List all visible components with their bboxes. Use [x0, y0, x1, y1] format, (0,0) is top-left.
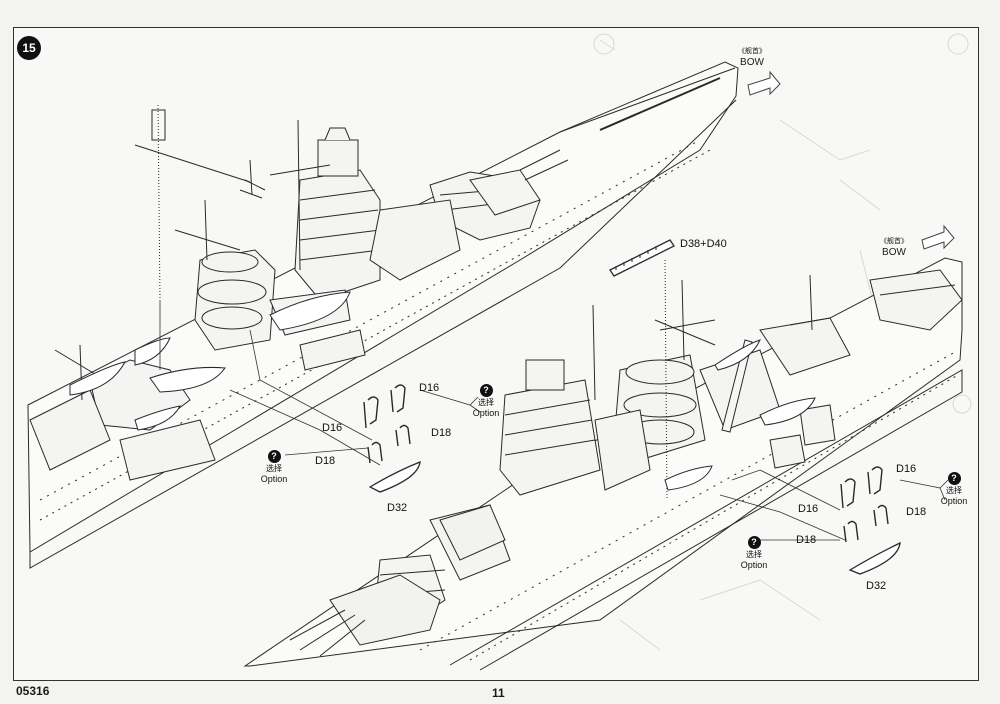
lower-label-d18-a: D18 — [906, 506, 927, 518]
lower-option-label-cn: 选择 — [946, 486, 962, 495]
lower-part-d16-d18 — [840, 466, 889, 543]
lower-label-d16-a: D16 — [896, 463, 917, 475]
lower-boats — [664, 339, 816, 491]
upper-label-d32: D32 — [387, 502, 408, 514]
lower-label-d32: D32 — [866, 580, 887, 592]
lower-option-label-en: Option — [940, 496, 968, 506]
lower-option-left-label-cn: 选择 — [746, 550, 762, 559]
upper-bow-label-cn: 《舰首》 — [738, 48, 766, 55]
upper-bow-label: 《舰首》 BOW — [738, 46, 766, 68]
question-circle-icon: ? — [267, 450, 281, 463]
lower-leader-lines — [719, 469, 949, 541]
upper-option-left-label-en: Option — [260, 474, 288, 484]
page-number: 11 — [492, 686, 505, 700]
upper-label-d18-a: D18 — [431, 427, 452, 439]
lower-bow-arrow-icon — [921, 224, 955, 250]
upper-option-label-en: Option — [472, 408, 500, 418]
lower-part-d32-boat — [848, 541, 901, 575]
question-circle-icon: ? — [479, 384, 493, 397]
lower-option-marker-left: ? 选择 Option — [734, 536, 774, 570]
upper-label-d16-b: D16 — [322, 422, 343, 434]
upper-part-d16-d18 — [363, 384, 411, 464]
upper-label-d18-b: D18 — [315, 455, 336, 467]
upper-option-marker-left: ? 选择 Option — [254, 450, 294, 484]
catalog-number: 05316 — [16, 684, 50, 698]
lower-bow-label-cn: 《舰首》 — [880, 238, 908, 245]
step-number-badge: 15 — [17, 36, 41, 60]
lower-masts — [592, 239, 831, 501]
lower-option-left-label-en: Option — [740, 560, 768, 570]
upper-bow-arrow-icon — [747, 70, 781, 96]
question-circle-icon: ? — [747, 536, 761, 549]
lower-label-d16-b: D16 — [798, 503, 819, 515]
lower-option-marker: ? 选择 Option — [934, 472, 974, 506]
upper-bow-label-en: BOW — [740, 57, 764, 68]
upper-option-label-cn: 选择 — [478, 398, 494, 407]
upper-option-left-label-cn: 选择 — [266, 464, 282, 473]
upper-label-d16-a: D16 — [419, 382, 440, 394]
upper-option-marker: ? 选择 Option — [466, 384, 506, 418]
lower-bow-label-en: BOW — [882, 247, 906, 258]
upper-part-d32-boat — [368, 460, 421, 493]
lower-bow-label: 《舰首》 BOW — [880, 236, 908, 258]
upper-leader-lines — [159, 300, 481, 466]
lower-label-d38-d40: D38+D40 — [680, 238, 727, 250]
lower-label-d18-b: D18 — [796, 534, 817, 546]
question-circle-icon: ? — [947, 472, 961, 485]
lower-turrets — [289, 504, 506, 657]
upper-turrets — [469, 149, 569, 216]
upper-boats — [69, 291, 351, 431]
